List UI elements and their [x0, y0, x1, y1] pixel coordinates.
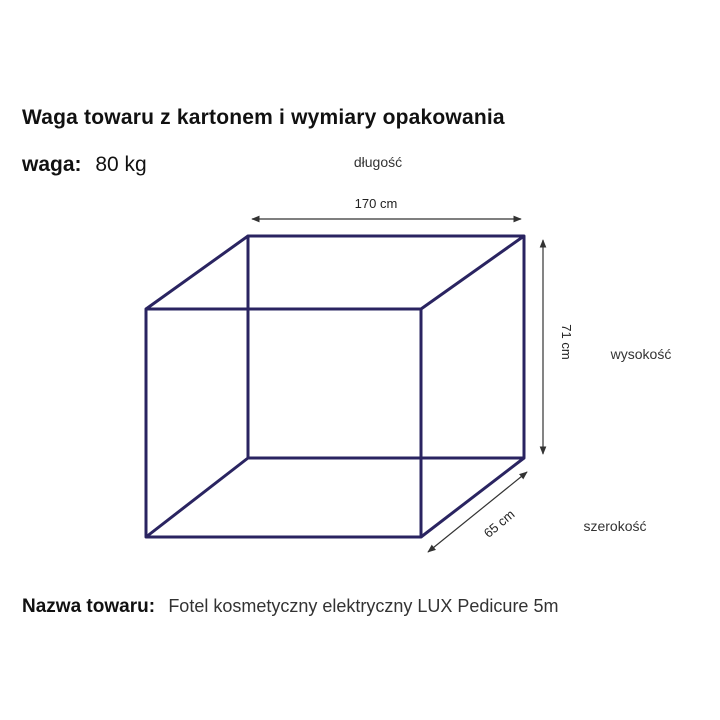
weight-label: waga:	[22, 153, 82, 176]
width-dimension-line	[427, 471, 528, 553]
width-value: 65 cm	[481, 506, 518, 540]
height-label: wysokość	[610, 346, 672, 362]
page-title: Waga towaru z kartonem i wymiary opakowa…	[22, 106, 505, 129]
width-label: szerokość	[583, 518, 646, 534]
product-value: Fotel kosmetyczny elektryczny LUX Pedicu…	[168, 596, 559, 616]
box-back-face	[246, 234, 526, 460]
weight-line: waga: 80 kg	[22, 153, 147, 177]
product-label: Nazwa towaru:	[22, 596, 156, 617]
weight-value: 80 kg	[95, 153, 147, 176]
box-edge-bottom-left	[145, 456, 249, 539]
length-value: 170 cm	[355, 196, 398, 211]
box-outline	[144, 234, 526, 539]
box-edge-top-left	[145, 234, 249, 311]
length-label: długość	[354, 154, 402, 170]
box-front-face	[144, 307, 423, 539]
product-name-line: Nazwa towaru: Fotel kosmetyczny elektryc…	[22, 596, 558, 618]
box-edge-top-right	[420, 234, 525, 311]
height-value: 71 cm	[559, 324, 574, 359]
